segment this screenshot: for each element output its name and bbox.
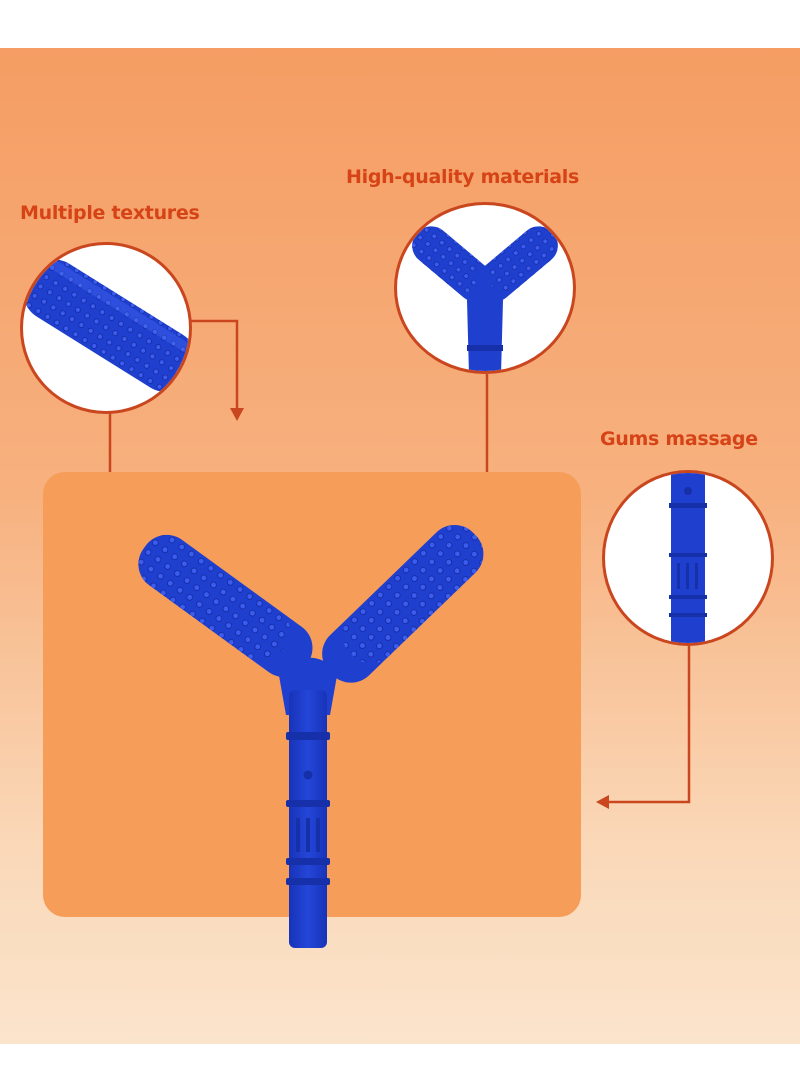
textures-detail-bubble xyxy=(20,242,192,414)
textured-tube-icon xyxy=(23,254,189,392)
textures-label: Multiple textures xyxy=(20,202,200,224)
arrow-down-icon xyxy=(230,408,244,421)
y-junction-icon xyxy=(412,226,558,371)
y-shaped-teether-icon xyxy=(130,500,490,950)
materials-detail-bubble xyxy=(394,202,576,374)
ridged-stem-icon xyxy=(669,473,707,643)
arrow-left-icon xyxy=(596,795,609,809)
gums-arrow-line xyxy=(606,646,691,804)
gums-detail-bubble xyxy=(602,470,774,646)
teether-product-svg xyxy=(138,525,484,948)
materials-label: High-quality materials xyxy=(346,166,579,188)
gums-label: Gums massage xyxy=(600,428,758,450)
textures-arrow-line xyxy=(180,319,239,412)
